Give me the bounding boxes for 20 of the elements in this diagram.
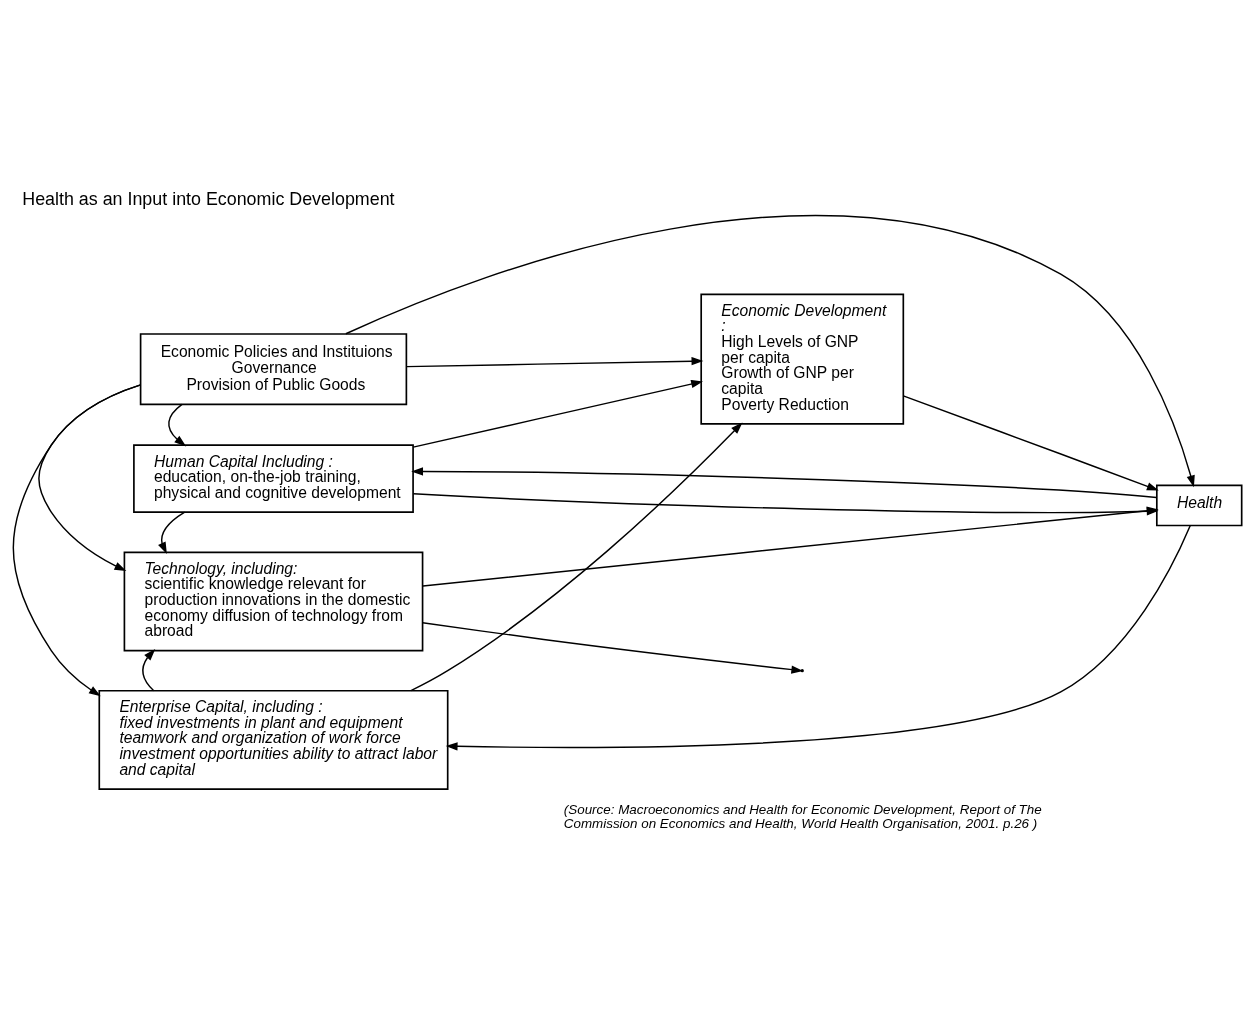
arrow xyxy=(412,379,703,448)
arrow xyxy=(405,357,704,368)
node-box: Health xyxy=(1155,484,1243,527)
node-box: Economic Policies and Instituions Governance Provision of Public Goods xyxy=(139,333,408,406)
arrow xyxy=(345,215,1195,488)
arrow xyxy=(410,422,743,692)
node-box: Enterprise Capital, including : fixed investments in plant and equipment teamwork and organization of work force investment opportunities ability to attract labor and capital xyxy=(98,689,449,790)
arrow xyxy=(168,403,187,447)
node-box: Human Capital Including : education, on-the-job training, physical and cognitive development xyxy=(133,444,414,513)
diagram-title: Health as an Input into Economic Development xyxy=(22,189,395,210)
arrow xyxy=(12,384,142,697)
arrow xyxy=(411,467,1158,499)
node-box: Technology, including: scientific knowledge relevant for production innovations in the domestic economy diffusion of technology from abroad xyxy=(123,551,424,652)
caption: (Source: Macroeconomics and Health for Economic Development, Report of The Commission on Economics and Health, World Health Organisation, 2001. p.26 ) xyxy=(563,802,1042,831)
arrow xyxy=(142,648,156,692)
arrow xyxy=(445,525,1191,751)
arrow xyxy=(421,622,804,674)
arrow xyxy=(158,511,186,554)
node-box: Economic Development : High Levels of GNP per capita Growth of GNP per capita Poverty Reduction xyxy=(700,293,905,425)
arrow xyxy=(902,395,1159,491)
